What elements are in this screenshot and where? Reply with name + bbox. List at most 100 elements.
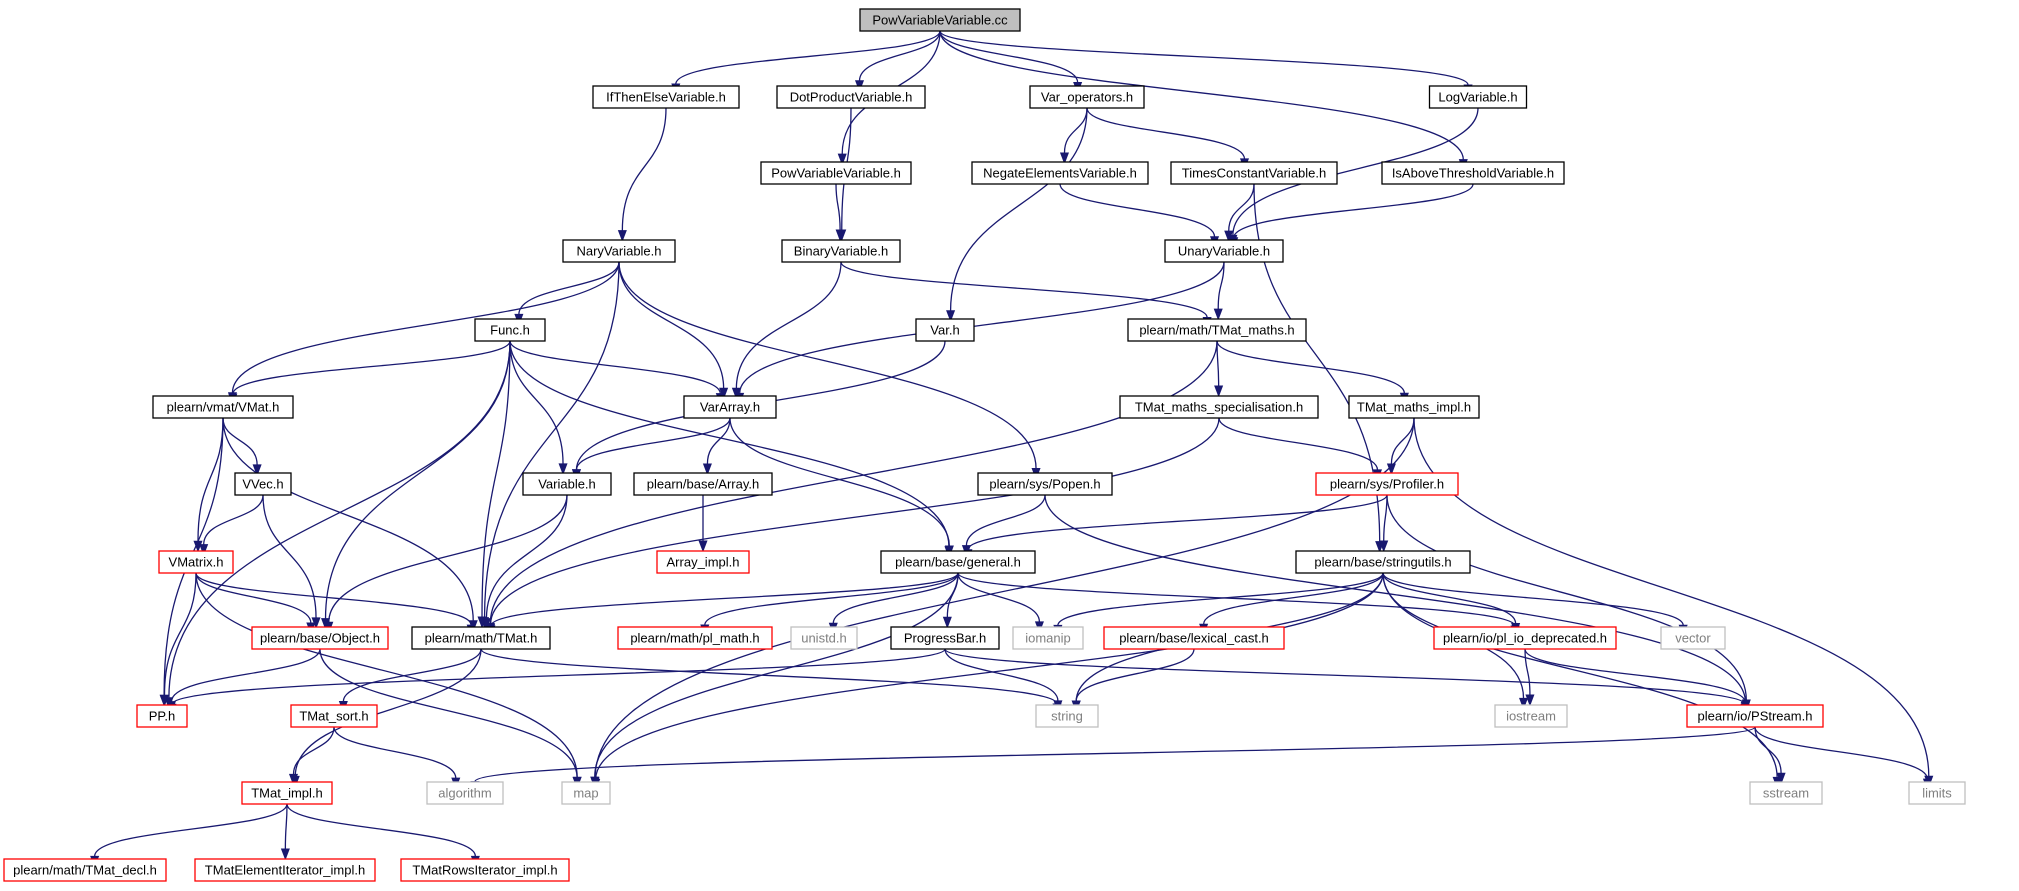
node-tmatimpl2[interactable]: TMat_maths_impl.h [1348, 395, 1480, 419]
node-sstream[interactable]: sstream [1749, 781, 1823, 805]
node-profiler[interactable]: plearn/sys/Profiler.h [1315, 472, 1459, 496]
node-vararray[interactable]: VarArray.h [683, 395, 777, 419]
node-box[interactable] [1164, 239, 1284, 263]
node-pph[interactable]: PP.h [136, 704, 188, 728]
node-box[interactable] [290, 704, 378, 728]
node-box[interactable] [790, 626, 858, 650]
node-box[interactable] [3, 858, 167, 882]
node-box[interactable] [241, 781, 333, 805]
node-box[interactable] [251, 626, 389, 650]
node-string[interactable]: string [1035, 704, 1099, 728]
node-box[interactable] [1315, 472, 1459, 496]
node-box[interactable] [194, 858, 376, 882]
node-varh[interactable]: Var.h [915, 318, 975, 342]
node-box[interactable] [1170, 161, 1338, 185]
node-tmatmaths[interactable]: plearn/math/TMat_maths.h [1127, 318, 1307, 342]
node-popen[interactable]: plearn/sys/Popen.h [977, 472, 1113, 496]
node-progress[interactable]: ProgressBar.h [890, 626, 1000, 650]
node-box[interactable] [400, 858, 570, 882]
node-box[interactable] [592, 85, 740, 109]
node-limits[interactable]: limits [1908, 781, 1966, 805]
node-box[interactable] [633, 472, 773, 496]
node-box[interactable] [1428, 85, 1528, 109]
node-dotprod[interactable]: DotProductVariable.h [776, 85, 926, 109]
node-tmatsort[interactable]: TMat_sort.h [290, 704, 378, 728]
node-unistd[interactable]: unistd.h [790, 626, 858, 650]
node-box[interactable] [781, 239, 901, 263]
node-vector[interactable]: vector [1660, 626, 1726, 650]
node-box[interactable] [880, 550, 1036, 574]
node-box[interactable] [411, 626, 551, 650]
node-box[interactable] [1029, 85, 1145, 109]
node-box[interactable] [890, 626, 1000, 650]
node-algorithm[interactable]: algorithm [426, 781, 504, 805]
node-array[interactable]: plearn/base/Array.h [633, 472, 773, 496]
node-pstream[interactable]: plearn/io/PStream.h [1686, 704, 1824, 728]
node-tmatrows[interactable]: TMatRowsIterator_impl.h [400, 858, 570, 882]
node-logvar[interactable]: LogVariable.h [1428, 85, 1528, 109]
node-box[interactable] [1686, 704, 1824, 728]
node-powvarh[interactable]: PowVariableVariable.h [760, 161, 912, 185]
node-box[interactable] [1295, 550, 1471, 574]
node-box[interactable] [1012, 626, 1084, 650]
node-box[interactable] [522, 472, 612, 496]
node-box[interactable] [234, 472, 292, 496]
node-box[interactable] [158, 550, 234, 574]
node-box[interactable] [1749, 781, 1823, 805]
node-box[interactable] [1119, 395, 1319, 419]
node-vmat[interactable]: plearn/vmat/VMat.h [152, 395, 294, 419]
node-plmath[interactable]: plearn/math/pl_math.h [617, 626, 773, 650]
node-box[interactable] [760, 161, 912, 185]
node-pliodep[interactable]: plearn/io/pl_io_deprecated.h [1433, 626, 1617, 650]
node-box[interactable] [683, 395, 777, 419]
node-box[interactable] [1381, 161, 1565, 185]
node-iostream[interactable]: iostream [1494, 704, 1568, 728]
node-box[interactable] [1433, 626, 1617, 650]
node-func[interactable]: Func.h [474, 318, 546, 342]
node-box[interactable] [977, 472, 1113, 496]
node-box[interactable] [562, 239, 676, 263]
node-box[interactable] [1908, 781, 1966, 805]
node-tmatimpl[interactable]: TMat_impl.h [241, 781, 333, 805]
node-box[interactable] [1494, 704, 1568, 728]
node-box[interactable] [136, 704, 188, 728]
node-unary[interactable]: UnaryVariable.h [1164, 239, 1284, 263]
node-root[interactable]: PowVariableVariable.cc [859, 8, 1021, 32]
node-ifthen[interactable]: IfThenElseVariable.h [592, 85, 740, 109]
node-tmatelem[interactable]: TMatElementIterator_impl.h [194, 858, 376, 882]
node-box[interactable] [1348, 395, 1480, 419]
node-box[interactable] [617, 626, 773, 650]
node-box[interactable] [656, 550, 750, 574]
node-stringutils[interactable]: plearn/base/stringutils.h [1295, 550, 1471, 574]
node-negate[interactable]: NegateElementsVariable.h [971, 161, 1149, 185]
node-box[interactable] [474, 318, 546, 342]
node-tmatspec[interactable]: TMat_maths_specialisation.h [1119, 395, 1319, 419]
node-box[interactable] [426, 781, 504, 805]
node-lexcast[interactable]: plearn/base/lexical_cast.h [1103, 626, 1285, 650]
node-box[interactable] [859, 8, 1021, 32]
node-general[interactable]: plearn/base/general.h [880, 550, 1036, 574]
node-box[interactable] [152, 395, 294, 419]
node-box[interactable] [1127, 318, 1307, 342]
node-object[interactable]: plearn/base/Object.h [251, 626, 389, 650]
node-box[interactable] [561, 781, 611, 805]
node-vmatrix[interactable]: VMatrix.h [158, 550, 234, 574]
node-iomanip[interactable]: iomanip [1012, 626, 1084, 650]
node-vvec[interactable]: VVec.h [234, 472, 292, 496]
node-box[interactable] [776, 85, 926, 109]
node-tmatdecl[interactable]: plearn/math/TMat_decl.h [3, 858, 167, 882]
node-arrayimpl[interactable]: Array_impl.h [656, 550, 750, 574]
node-map[interactable]: map [561, 781, 611, 805]
node-box[interactable] [1660, 626, 1726, 650]
node-isabove[interactable]: IsAboveThresholdVariable.h [1381, 161, 1565, 185]
node-nary[interactable]: NaryVariable.h [562, 239, 676, 263]
node-varops[interactable]: Var_operators.h [1029, 85, 1145, 109]
node-timesc[interactable]: TimesConstantVariable.h [1170, 161, 1338, 185]
node-variable[interactable]: Variable.h [522, 472, 612, 496]
node-box[interactable] [1035, 704, 1099, 728]
node-tmat[interactable]: plearn/math/TMat.h [411, 626, 551, 650]
node-box[interactable] [1103, 626, 1285, 650]
node-box[interactable] [915, 318, 975, 342]
node-box[interactable] [971, 161, 1149, 185]
node-binary[interactable]: BinaryVariable.h [781, 239, 901, 263]
